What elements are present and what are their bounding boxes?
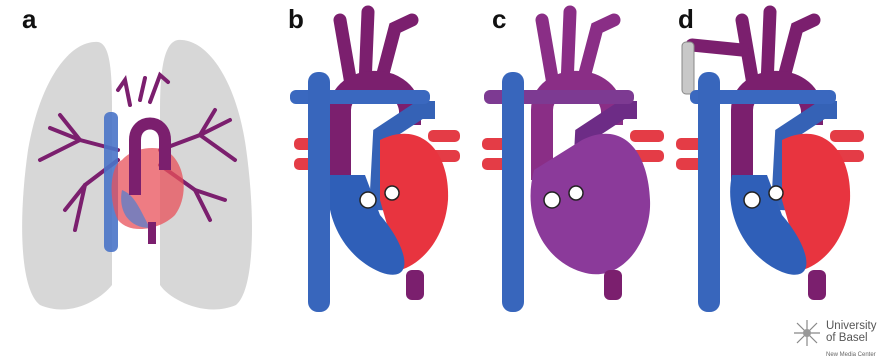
panel-a: a — [0, 0, 262, 330]
heart-illustration-c — [472, 0, 676, 330]
heart-illustration-d — [672, 0, 886, 330]
panel-c: c — [472, 0, 676, 330]
vena-cava — [698, 72, 720, 312]
vena-cava — [308, 72, 330, 312]
panel-b: b — [270, 0, 470, 330]
logo-subtitle: New Media Center — [826, 352, 876, 358]
university-emblem-icon — [792, 318, 822, 348]
heart-illustration-b — [270, 0, 470, 330]
panel-d: d — [672, 0, 886, 330]
heart-body — [112, 148, 184, 229]
shunt-graft — [682, 42, 694, 94]
logo-line2: of Basel — [826, 332, 876, 344]
lungs-heart-illustration — [0, 0, 262, 330]
vena-cava — [502, 72, 524, 312]
university-logo: University of Basel New Media Center — [792, 318, 886, 363]
logo-line1: University — [826, 320, 876, 332]
